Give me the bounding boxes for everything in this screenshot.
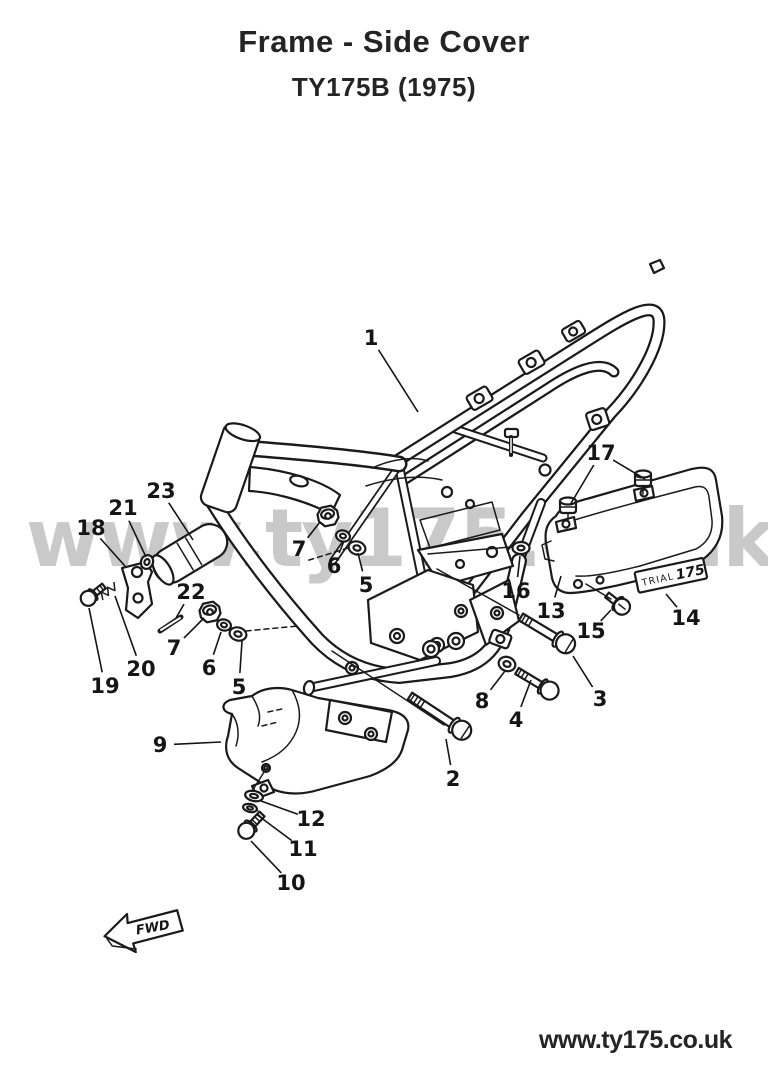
callout-leader-14 xyxy=(665,593,678,608)
callout-7: 7 xyxy=(292,537,307,561)
grommet-17-right xyxy=(633,469,653,495)
callout-leader-7 xyxy=(183,617,205,639)
callout-3: 3 xyxy=(593,687,608,711)
part-6-washer-lower xyxy=(215,618,233,632)
part-23-damper-collar xyxy=(151,523,229,586)
trial-175-badge: TRIAL 175 xyxy=(633,557,709,594)
callout-13: 13 xyxy=(536,599,565,623)
callout-leader-15 xyxy=(600,609,612,622)
part-20-spring xyxy=(100,581,116,601)
callout-2: 2 xyxy=(446,767,461,791)
part-4-bolt xyxy=(514,666,560,701)
grommet-17-left xyxy=(558,496,578,522)
callout-16: 16 xyxy=(501,579,530,603)
callout-leader-6 xyxy=(212,631,222,655)
part-7-nut-upper xyxy=(316,504,340,528)
callout-5: 5 xyxy=(359,573,374,597)
callout-23: 23 xyxy=(146,479,175,503)
side-cover-illustration: TRIAL 175 xyxy=(541,466,724,595)
footer-url: www.ty175.co.uk xyxy=(538,1026,733,1054)
part-22-pin xyxy=(157,614,184,634)
page-title: Frame - Side Cover xyxy=(238,24,530,59)
callout-leader-6 xyxy=(338,540,345,554)
callout-6: 6 xyxy=(327,554,342,578)
callout-10: 10 xyxy=(276,871,305,895)
callout-leader-17 xyxy=(612,459,646,480)
skid-plate-illustration xyxy=(222,686,410,800)
callout-leader-5 xyxy=(357,552,364,572)
fwd-arrow-label: FWD xyxy=(135,918,171,939)
callout-9: 9 xyxy=(153,733,168,757)
callout-leader-16 xyxy=(516,555,521,578)
part-11-lock-washer xyxy=(242,802,259,814)
callout-11: 11 xyxy=(288,837,317,861)
part-2-bolt xyxy=(406,691,473,741)
assembly-lines xyxy=(245,546,612,792)
callout-leader-2 xyxy=(445,738,452,766)
callout-5: 5 xyxy=(232,675,247,699)
part-3-bolt xyxy=(517,612,577,655)
part-5-washer-upper xyxy=(347,540,367,556)
page-subtitle: TY175B (1975) xyxy=(291,72,477,102)
callout-leader-13 xyxy=(554,575,562,598)
callout-7: 7 xyxy=(167,636,182,660)
part-5-washer-lower xyxy=(228,626,248,642)
part-6-washer-upper xyxy=(334,529,352,543)
callout-17: 17 xyxy=(586,441,615,465)
callout-leader-18 xyxy=(99,537,126,567)
callout-leader-1 xyxy=(377,349,419,413)
part-21-washer xyxy=(139,554,155,570)
part-18-bracket xyxy=(120,560,154,620)
callout-leader-21 xyxy=(128,520,147,558)
fwd-arrow-marker: FWD xyxy=(103,909,184,954)
badge-number-text: 175 xyxy=(674,562,706,584)
callout-19: 19 xyxy=(90,674,119,698)
callout-8: 8 xyxy=(475,689,490,713)
frame-illustration xyxy=(199,258,666,697)
page-header: Frame - Side Cover TY175B (1975) xyxy=(0,0,768,103)
callout-4: 4 xyxy=(509,708,524,732)
callout-leader-4 xyxy=(520,679,532,708)
part-12-washer xyxy=(244,789,264,803)
callout-leader-19 xyxy=(88,607,103,673)
callout-leader-8 xyxy=(489,670,506,691)
callout-leader-20 xyxy=(114,595,138,657)
callout-leader-7 xyxy=(306,521,321,539)
callout-12: 12 xyxy=(296,807,325,831)
callout-21: 21 xyxy=(108,496,137,520)
part-8-washer xyxy=(497,655,517,673)
callout-leader-5 xyxy=(239,640,243,674)
callout-20: 20 xyxy=(126,657,155,681)
callout-leader-17 xyxy=(569,464,595,506)
callout-14: 14 xyxy=(671,606,700,630)
page-footer: www.ty175.co.uk xyxy=(538,1026,733,1055)
callout-leader-11 xyxy=(255,813,293,842)
callout-leader-10 xyxy=(250,840,282,874)
callout-6: 6 xyxy=(202,656,217,680)
callout-22: 22 xyxy=(176,580,205,604)
callout-leader-23 xyxy=(168,502,194,541)
callout-1: 1 xyxy=(364,326,379,350)
callout-leader-12 xyxy=(260,800,299,816)
callout-leader-9 xyxy=(173,741,222,746)
callout-leader-3 xyxy=(572,655,594,688)
part-10-bolt xyxy=(237,810,266,840)
part-19-screw xyxy=(79,582,107,607)
grommet-16 xyxy=(511,540,531,556)
callout-18: 18 xyxy=(76,516,105,540)
callout-15: 15 xyxy=(576,619,605,643)
callout-leader-22 xyxy=(175,603,185,619)
